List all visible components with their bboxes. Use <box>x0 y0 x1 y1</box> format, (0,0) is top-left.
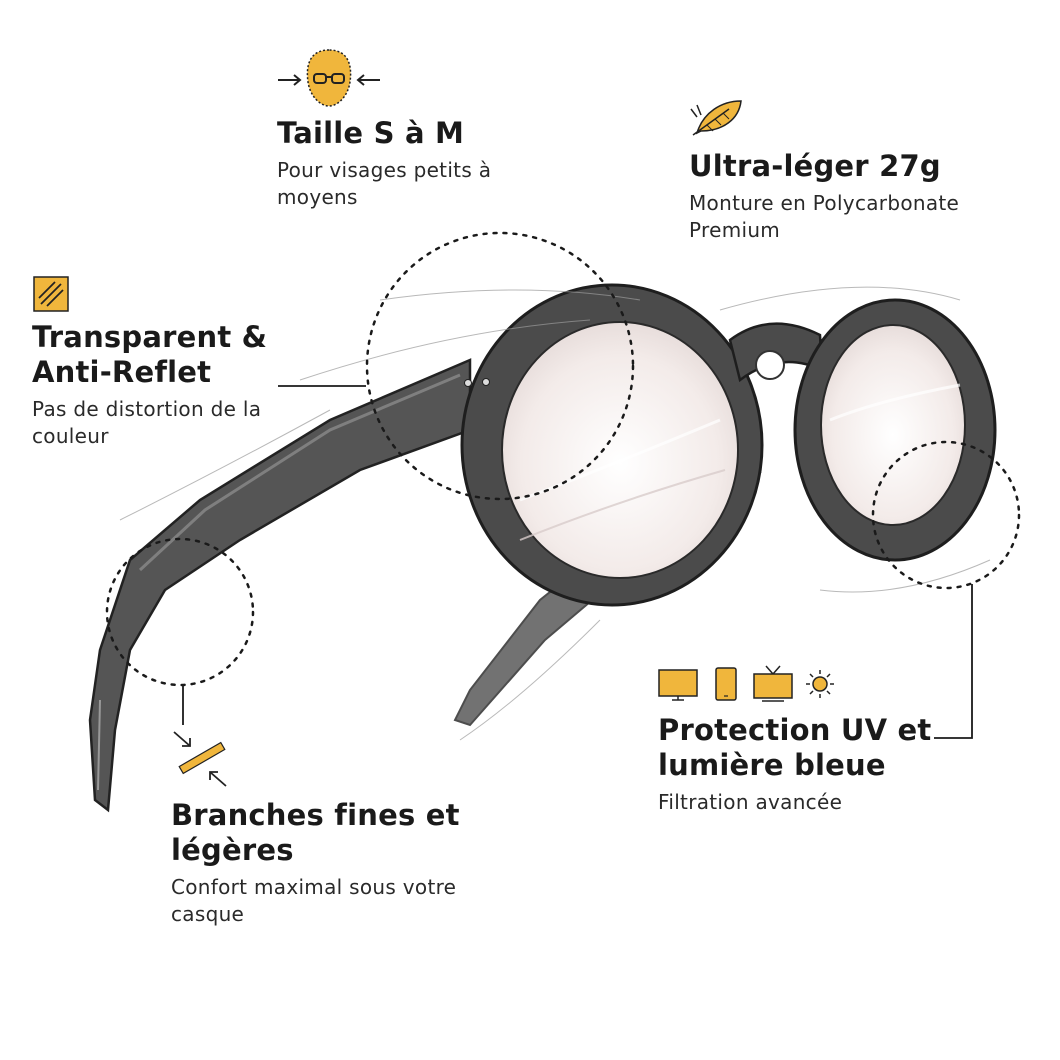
feature-size-title: Taille S à M <box>277 116 465 150</box>
feature-weight-title: Ultra-léger 27g <box>689 149 941 183</box>
feature-size: Taille S à M Pour visages petits à moyen… <box>277 116 547 211</box>
feature-weight-desc: Monture en Polycarbonate Premium <box>689 191 960 242</box>
feature-protection-desc: Filtration avancée <box>658 790 843 814</box>
feature-protection: Protection UV et lumière bleue Filtratio… <box>658 713 938 816</box>
sun-icon <box>806 670 834 698</box>
tv-icon <box>753 665 793 702</box>
right-lens <box>820 324 966 526</box>
left-lens <box>501 321 739 579</box>
feather-icon <box>689 97 745 137</box>
feature-weight: Ultra-léger 27g Monture en Polycarbonate… <box>689 149 1009 244</box>
tablet-icon <box>715 667 737 701</box>
feature-size-desc: Pour visages petits à moyens <box>277 158 492 209</box>
callout-circle-lens <box>365 231 635 501</box>
feature-clarity-desc: Pas de distortion de la couleur <box>32 397 262 448</box>
device-icons <box>658 664 838 704</box>
feature-arms-desc: Confort maximal sous votre casque <box>171 875 457 926</box>
feature-clarity-title: Transparent & Anti-Reflet <box>32 320 268 389</box>
striped-square-icon <box>33 276 69 312</box>
callout-circle-temple <box>105 537 255 687</box>
feature-protection-title: Protection UV et lumière bleue <box>658 713 932 782</box>
monitor-icon <box>658 669 698 701</box>
head-with-glasses-icon <box>276 48 382 110</box>
callout-circles <box>105 231 1021 687</box>
feature-clarity: Transparent & Anti-Reflet Pas de distort… <box>32 320 272 450</box>
front-temple <box>88 358 472 813</box>
feature-arms: Branches fines et légères Confort maxima… <box>171 798 471 928</box>
leader-lines <box>182 385 973 739</box>
feature-arms-title: Branches fines et légères <box>171 798 460 867</box>
thin-arm-icon <box>170 728 232 790</box>
callout-circle-right-lens <box>871 440 1021 590</box>
